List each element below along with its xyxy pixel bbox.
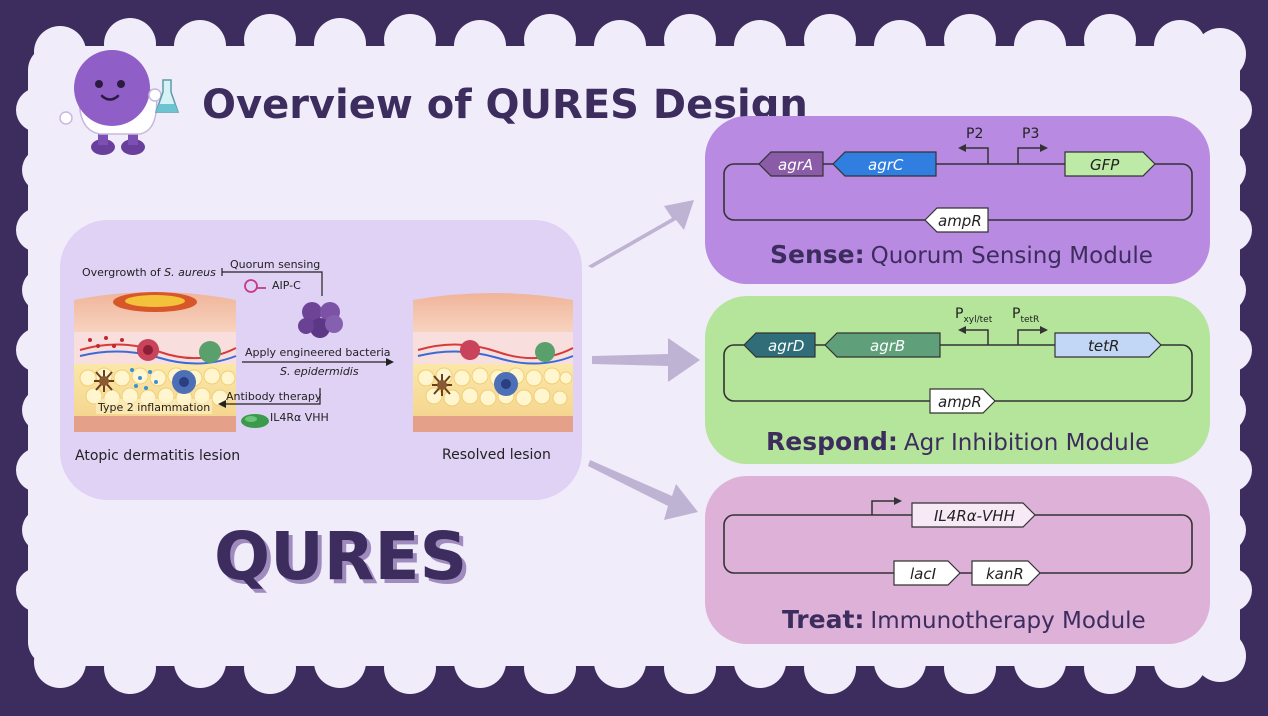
bacteria-cluster-icon (298, 302, 343, 338)
sense-module: agrA agrC GFP P2 P3 ampR Sense:Quorum Se… (705, 116, 1210, 284)
antibody-bracket (222, 388, 321, 405)
brand-shadow: QURES (218, 522, 471, 599)
gene-ampR-respond-label: ampR (938, 393, 982, 411)
gene-agrA-label: agrA (778, 156, 813, 174)
page-title: Overview of QURES Design (202, 82, 808, 128)
mascot-icon (59, 50, 162, 155)
arrow-to-respond (592, 338, 700, 382)
promoter-arrow-icon (958, 326, 1048, 345)
gene-GFP (1064, 151, 1156, 177)
gene-tetR (1054, 332, 1162, 358)
frame-scallops-bottom (34, 630, 1246, 694)
antibody-therapy-label: Antibody therapy (226, 390, 322, 403)
frame-scallops-top (34, 14, 1246, 80)
quorum-sensing-bracket (222, 271, 323, 296)
gene-kanR-label: kanR (986, 565, 1024, 583)
promoter-P3: P3 (1022, 126, 1039, 142)
atopic-lesion-caption: Atopic dermatitis lesion (75, 448, 240, 464)
arrow-to-sense (588, 200, 694, 268)
gene-agrB (824, 332, 941, 358)
gene-agrA (758, 151, 824, 177)
gene-agrD (743, 332, 816, 358)
treat-module-title: Treat:Immunotherapy Module (782, 605, 1146, 634)
promoter-arrow-icon (958, 144, 1048, 164)
vhh-label: IL4Rα VHH (270, 411, 329, 424)
gene-agrC-label: agrC (868, 156, 904, 174)
gene-ampR-label: ampR (938, 212, 982, 230)
gene-IL4Ra-VHH (911, 502, 1036, 528)
epidermidis-label: S. epidermidis (280, 365, 359, 378)
gene-ampR-respond (929, 388, 996, 414)
gene-lacI-label: lacI (910, 565, 937, 583)
flask-icon (154, 79, 180, 113)
antibody-icon (241, 414, 269, 428)
promoter-Pxyltet: Pxyl/tet (955, 306, 993, 325)
treat-module: IL4Rα-VHH lacI kanR Treat:Immunotherapy … (705, 476, 1210, 644)
promoter-arrow-icon (871, 497, 902, 515)
quorum-sensing-label: Quorum sensing (230, 258, 320, 271)
respond-module: agrD agrB tetR Pxyl/tet PtetR ampR Respo… (705, 296, 1210, 464)
gene-ampR (924, 207, 989, 233)
arrow-to-treat (588, 460, 698, 520)
frame-scallops-right (1202, 88, 1252, 612)
gene-agrC (832, 151, 937, 177)
gene-lacI (893, 560, 961, 586)
plasmid-icon (244, 279, 266, 293)
resolved-lesion-caption: Resolved lesion (442, 447, 551, 463)
gene-agrD-label: agrD (768, 337, 804, 355)
gene-kanR (971, 560, 1041, 586)
promoter-PtetR: PtetR (1012, 306, 1039, 325)
apply-bacteria-label: Apply engineered bacteria (245, 346, 391, 359)
aip-label: AIP-C (272, 279, 301, 292)
gene-IL4Ra-VHH-label: IL4Rα-VHH (934, 507, 1015, 525)
treat-module-panel (705, 476, 1210, 644)
inflammation-label-bg (96, 399, 212, 414)
gene-tetR-label: tetR (1088, 337, 1119, 355)
frame-scallops-left (16, 88, 66, 612)
promoter-P2: P2 (966, 126, 983, 142)
overgrowth-label: Overgrowth of S. aureus (82, 266, 216, 279)
gene-agrB-label: agrB (870, 337, 905, 355)
sense-module-title: Sense:Quorum Sensing Module (770, 240, 1153, 269)
resolved-lesion-illustration (413, 293, 574, 432)
apply-arrow-head (386, 358, 394, 366)
brand-wordmark: QURES (214, 518, 467, 595)
antibody-arrow-head (218, 400, 226, 408)
inflammation-label: Type 2 inflammation (97, 401, 210, 414)
gene-GFP-label: GFP (1090, 156, 1120, 174)
respond-module-title: Respond:Agr Inhibition Module (766, 427, 1149, 456)
